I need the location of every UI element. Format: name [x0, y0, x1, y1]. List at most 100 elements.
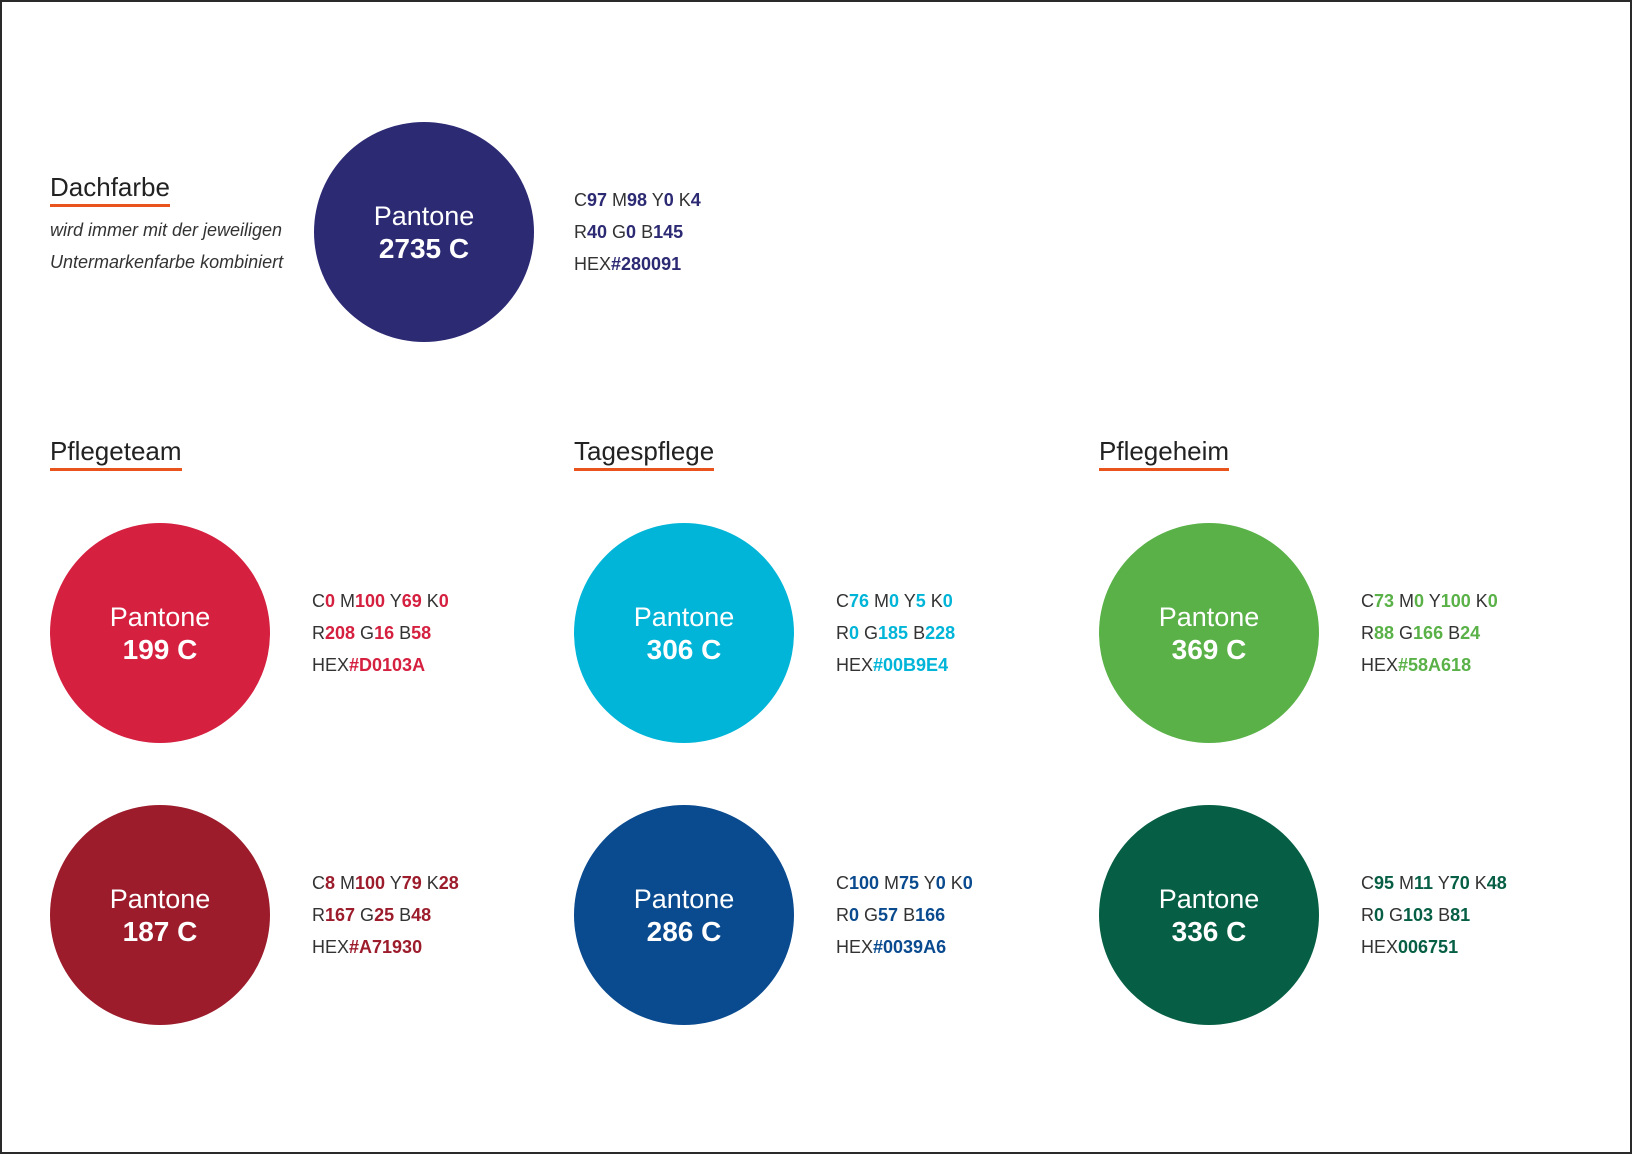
codes-336c: C95 M11 Y70 K48 R0 G103 B81 HEX006751	[1361, 867, 1507, 963]
rgb-values: R0 G57 B166	[836, 905, 946, 925]
color-value: 0	[438, 591, 449, 611]
roof-note: wird immer mit der jeweiligen Untermarke…	[50, 214, 283, 278]
cmyk-values: C0 M100 Y69 K0	[312, 591, 449, 611]
color-value: 28	[438, 873, 459, 893]
heading-underline	[50, 204, 170, 207]
color-value: 100	[355, 591, 386, 611]
color-value: 69	[401, 591, 422, 611]
color-value: 76	[849, 591, 870, 611]
color-value: 95	[1374, 873, 1395, 893]
color-value: 0	[663, 190, 674, 210]
hex-value: HEX#280091	[574, 254, 682, 274]
color-value: 0	[1487, 591, 1498, 611]
heading-pflegeheim: Pflegeheim	[1099, 436, 1230, 471]
color-value: 40	[587, 222, 608, 242]
hex-value: HEX#00B9E4	[836, 655, 949, 675]
swatch-336c: Pantone 336 C	[1099, 805, 1319, 1025]
color-value: 0	[1414, 591, 1425, 611]
hex-value: HEX#A71930	[312, 937, 423, 957]
color-value: #280091	[611, 254, 682, 274]
color-value: 24	[1460, 623, 1481, 643]
cmyk-values: C100 M75 Y0 K0	[836, 873, 973, 893]
codes-286c: C100 M75 Y0 K0 R0 G57 B166 HEX#0039A6	[836, 867, 973, 963]
pantone-label: Pantone	[109, 884, 211, 914]
pantone-code: 306 C	[646, 634, 722, 665]
rgb-values: R167 G25 B48	[312, 905, 432, 925]
color-value: #00B9E4	[873, 655, 949, 675]
color-value: 48	[411, 905, 432, 925]
codes-2735c: C97 M98 Y0 K4 R40 G0 B145 HEX#280091	[574, 184, 701, 280]
color-value: 88	[1374, 623, 1395, 643]
color-value: 11	[1414, 873, 1434, 893]
heading-dachfarbe: Dachfarbe	[50, 172, 170, 207]
heading-tagespflege: Tagespflege	[574, 436, 715, 471]
color-value: 100	[355, 873, 386, 893]
heading-pflegeteam: Pflegeteam	[50, 436, 182, 471]
codes-199c: C0 M100 Y69 K0 R208 G16 B58 HEX#D0103A	[312, 585, 449, 681]
color-value: 75	[899, 873, 920, 893]
pantone-code: 336 C	[1171, 916, 1247, 947]
pantone-label: Pantone	[109, 602, 211, 632]
pantone-code: 286 C	[646, 916, 722, 947]
heading-text: Pflegeteam	[50, 436, 182, 466]
color-value: 98	[627, 190, 648, 210]
color-value: 25	[374, 905, 395, 925]
swatch-306c: Pantone 306 C	[574, 523, 794, 743]
color-value: #0039A6	[873, 937, 947, 957]
color-value: 166	[915, 905, 946, 925]
codes-306c: C76 M0 Y5 K0 R0 G185 B228 HEX#00B9E4	[836, 585, 955, 681]
color-value: 0	[325, 591, 336, 611]
heading-text: Dachfarbe	[50, 172, 170, 202]
pantone-label: Pantone	[1158, 884, 1260, 914]
color-value: 185	[878, 623, 909, 643]
color-value: 0	[935, 873, 946, 893]
pantone-code: 369 C	[1171, 634, 1247, 665]
color-value: 0	[942, 591, 953, 611]
cmyk-values: C97 M98 Y0 K4	[574, 190, 701, 210]
hex-value: HEX006751	[1361, 937, 1459, 957]
color-value: 145	[653, 222, 684, 242]
color-value: 167	[325, 905, 356, 925]
color-value: 5	[915, 591, 926, 611]
color-value: 81	[1450, 905, 1471, 925]
heading-text: Tagespflege	[574, 436, 715, 466]
pantone-code: 187 C	[122, 916, 198, 947]
hex-value: HEX#D0103A	[312, 655, 426, 675]
swatch-2735c: Pantone 2735 C	[314, 122, 534, 342]
color-value: 0	[849, 623, 860, 643]
rgb-values: R88 G166 B24	[1361, 623, 1481, 643]
heading-underline	[574, 468, 715, 471]
color-value: 79	[401, 873, 422, 893]
pantone-label: Pantone	[373, 201, 475, 231]
color-value: 0	[889, 591, 900, 611]
heading-text: Pflegeheim	[1099, 436, 1230, 466]
hex-value: HEX#0039A6	[836, 937, 947, 957]
color-value: 57	[878, 905, 899, 925]
color-value: 58	[411, 623, 432, 643]
color-value: 0	[1374, 905, 1385, 925]
color-value: 100	[1440, 591, 1471, 611]
color-value: 0	[962, 873, 973, 893]
swatch-286c: Pantone 286 C	[574, 805, 794, 1025]
cmyk-values: C73 M0 Y100 K0	[1361, 591, 1498, 611]
color-value: 48	[1486, 873, 1507, 893]
color-value: 100	[849, 873, 880, 893]
pantone-code: 199 C	[122, 634, 198, 665]
color-value: 208	[325, 623, 356, 643]
swatch-187c: Pantone 187 C	[50, 805, 270, 1025]
heading-underline	[50, 468, 182, 471]
codes-187c: C8 M100 Y79 K28 R167 G25 B48 HEX#A71930	[312, 867, 459, 963]
color-value: 228	[925, 623, 956, 643]
color-value: 4	[690, 190, 701, 210]
color-value: 103	[1403, 905, 1434, 925]
roof-note-line-1: wird immer mit der jeweiligen	[50, 220, 283, 240]
cmyk-values: C76 M0 Y5 K0	[836, 591, 953, 611]
pantone-code: 2735 C	[378, 233, 470, 264]
pantone-label: Pantone	[633, 602, 735, 632]
pantone-label: Pantone	[633, 884, 735, 914]
rgb-values: R208 G16 B58	[312, 623, 432, 643]
cmyk-values: C95 M11 Y70 K48	[1361, 873, 1507, 893]
color-value: 006751	[1398, 937, 1459, 957]
cmyk-values: C8 M100 Y79 K28	[312, 873, 459, 893]
